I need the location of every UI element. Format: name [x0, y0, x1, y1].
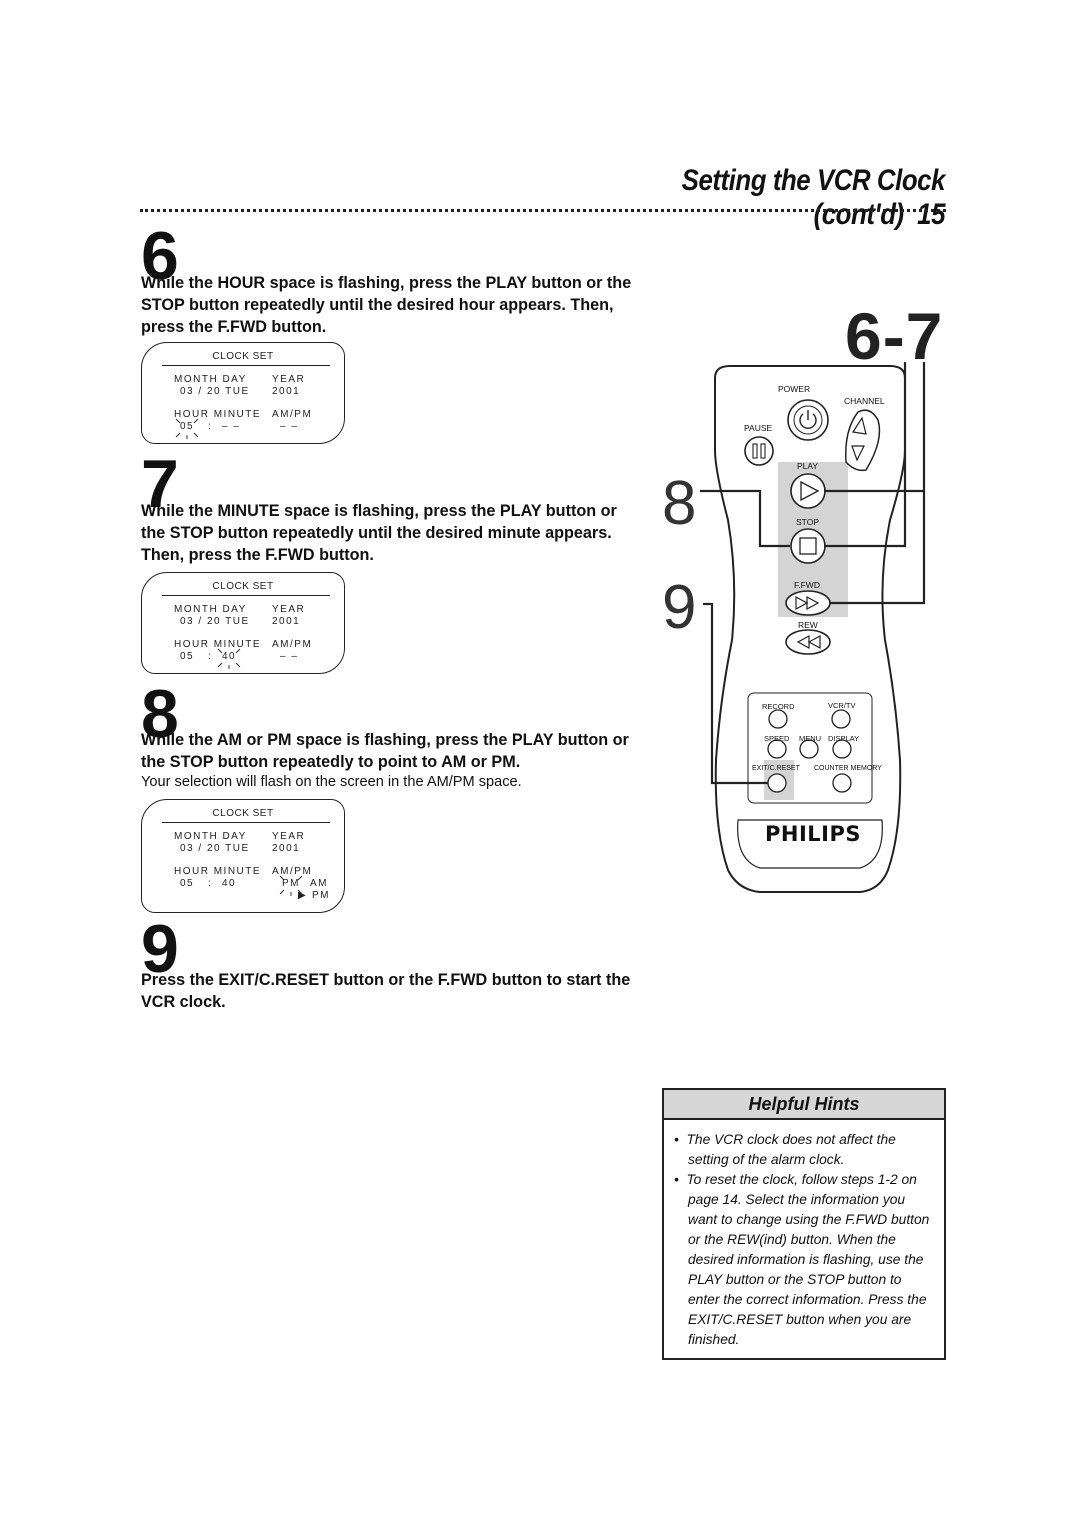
page-number: 15 [917, 198, 945, 231]
dotted-divider [140, 209, 946, 212]
osd-time-label: HOUR MINUTE [174, 639, 262, 650]
pointer-icon: ▶ [298, 890, 308, 901]
step-7-instruction: While the MINUTE space is flashing, pres… [141, 502, 617, 564]
hint-text: To reset the clock, follow steps 1-2 on … [686, 1172, 930, 1347]
osd-sep: : [208, 878, 213, 889]
osd-year-label: YEAR [272, 831, 306, 842]
ffwd-label: F.FWD [794, 580, 820, 590]
exit-label: EXIT/C.RESET [752, 765, 800, 772]
step-6-number: 6 [141, 218, 179, 294]
osd-ampm: – – [280, 421, 299, 432]
osd-year-label: YEAR [272, 374, 306, 385]
step-6-instruction: While the HOUR space is flashing, press … [141, 274, 632, 336]
clock-set-screen-step-7: CLOCK SET MONTH DAY YEAR 03 / 20 TUE 200… [141, 572, 345, 674]
stop-label: STOP [796, 517, 819, 527]
callout-step-9: 9 [662, 573, 697, 642]
steps-range-label: 6-7 [845, 299, 944, 373]
step-7-number: 7 [141, 446, 179, 522]
osd-rule [162, 822, 330, 823]
rew-label: REW [798, 620, 818, 630]
speed-label: SPEED [764, 734, 790, 743]
flash-icon [217, 648, 241, 669]
osd-minute: – – [222, 421, 241, 432]
clock-set-screen-step-8: CLOCK SET MONTH DAY YEAR 03 / 20 TUE 200… [141, 799, 345, 913]
step-9-instruction: Press the EXIT/C.RESET button or the F.F… [141, 971, 631, 1011]
osd-ampm-label: AM/PM [272, 866, 313, 877]
osd-date: 03 / 20 TUE [180, 386, 250, 397]
osd-time-label: HOUR MINUTE [174, 866, 262, 877]
flash-icon [175, 418, 199, 439]
page-title: Setting the VCR Clock (cont'd) 15 [580, 164, 946, 232]
page-title-text: Setting the VCR Clock (cont'd) [681, 164, 946, 231]
remote-control [700, 362, 926, 893]
osd-time-label: HOUR MINUTE [174, 409, 262, 420]
pause-label: PAUSE [744, 423, 773, 433]
osd-ampm-flashing: PM [282, 878, 300, 889]
osd-date-label: MONTH DAY [174, 604, 247, 615]
osd-sep: : [208, 651, 213, 662]
counter-memory-label: COUNTER MEMORY [814, 765, 882, 772]
menu-label: MENU [799, 734, 822, 743]
osd-title: CLOCK SET [212, 808, 274, 819]
step-8-note: Your selection will flash on the screen … [141, 774, 522, 790]
osd-minute: 40 [222, 878, 237, 889]
osd-pm-option: PM [312, 890, 330, 901]
osd-hour-flashing: 05 [180, 421, 195, 432]
osd-title: CLOCK SET [212, 351, 274, 362]
osd-year: 2001 [272, 843, 301, 854]
flash-icon [279, 875, 303, 896]
osd-date: 03 / 20 TUE [180, 616, 250, 627]
hint-text: The VCR clock does not affect the settin… [686, 1132, 896, 1167]
display-label: DISPLAY [828, 734, 860, 743]
osd-date: 03 / 20 TUE [180, 843, 250, 854]
clock-set-screen-step-6: CLOCK SET MONTH DAY YEAR 03 / 20 TUE 200… [141, 342, 345, 444]
osd-sep: : [208, 421, 213, 432]
record-label: RECORD [762, 702, 795, 711]
osd-date-label: MONTH DAY [174, 831, 247, 842]
power-label: POWER [778, 384, 811, 394]
hints-title: Helpful Hints [664, 1090, 944, 1120]
osd-hour: 05 [180, 878, 195, 889]
step-8-number: 8 [141, 676, 179, 752]
brand-logo: PHILIPS [765, 822, 861, 846]
osd-title: CLOCK SET [212, 581, 274, 592]
hint-item: • To reset the clock, follow steps 1-2 o… [674, 1172, 930, 1347]
osd-ampm: – – [280, 651, 299, 662]
osd-rule [162, 595, 330, 596]
osd-year-label: YEAR [272, 604, 306, 615]
osd-ampm-label: AM/PM [272, 409, 313, 420]
osd-year: 2001 [272, 386, 301, 397]
osd-rule [162, 365, 330, 366]
osd-am-option: AM [310, 878, 328, 889]
callout-step-8: 8 [662, 469, 697, 538]
vcrtv-label: VCR/TV [828, 701, 856, 710]
hint-item: • The VCR clock does not affect the sett… [674, 1132, 896, 1167]
helpful-hints-box: Helpful Hints • The VCR clock does not a… [662, 1088, 946, 1360]
osd-ampm-label: AM/PM [272, 639, 313, 650]
osd-minute-flashing: 40 [222, 651, 237, 662]
hints-list: • The VCR clock does not affect the sett… [674, 1130, 936, 1350]
play-label: PLAY [797, 461, 819, 471]
step-9-number: 9 [141, 911, 179, 987]
osd-hour: 05 [180, 651, 195, 662]
step-8-instruction: While the AM or PM space is flashing, pr… [141, 731, 629, 771]
channel-label: CHANNEL [844, 396, 885, 406]
osd-year: 2001 [272, 616, 301, 627]
osd-date-label: MONTH DAY [174, 374, 247, 385]
